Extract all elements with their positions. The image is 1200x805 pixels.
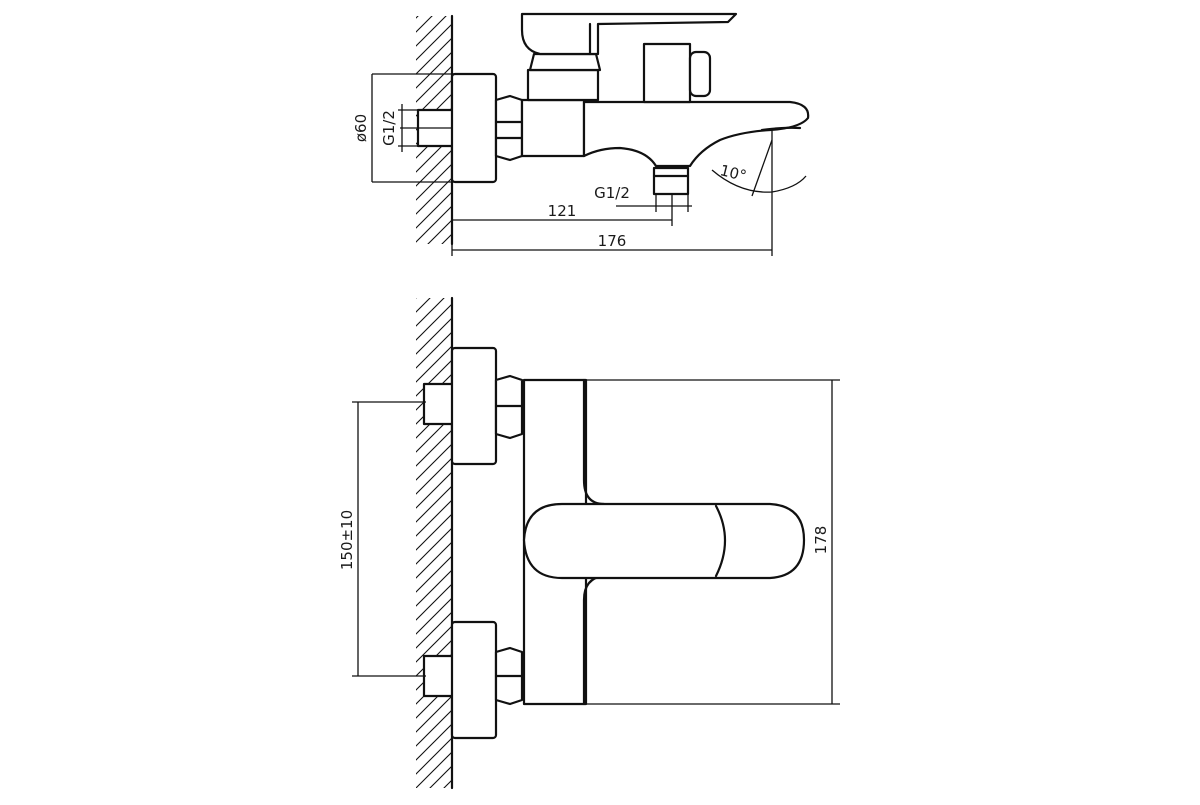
hex-nut-side (494, 94, 524, 162)
label-total-depth: 176 (598, 232, 627, 250)
dim-body-height: 178 (586, 379, 840, 705)
dim-spout-angle: 10° (711, 139, 807, 197)
label-outlet-distance: 121 (548, 202, 577, 220)
label-body-height: 178 (812, 526, 830, 555)
dim-total-depth: 176 (451, 130, 773, 256)
wall-hatch-bottom (416, 296, 454, 790)
upper-inlet-front (422, 346, 524, 466)
lower-inlet-front (422, 620, 524, 740)
spout-side (582, 100, 810, 168)
lever-front (522, 502, 806, 580)
label-inlet-thread: G1/2 (380, 110, 398, 146)
label-outlet-thread: G1/2 (594, 184, 630, 202)
diverter-outlet-side (652, 166, 690, 196)
wall-flange-side (450, 72, 498, 184)
dim-diameter: ø60 (352, 73, 456, 183)
side-view: ø60 G1/2 G1/2 121 176 (352, 12, 810, 256)
body-block-side (520, 98, 586, 158)
label-inlet-spacing: 150±10 (338, 510, 356, 570)
diverter-knob-side (642, 42, 712, 104)
dim-outlet-distance: 121 (452, 194, 673, 226)
dim-outlet-thread: G1/2 (594, 184, 692, 212)
lever-side (520, 12, 738, 102)
front-view: 150±10 178 (338, 296, 840, 790)
label-spout-angle: 10° (718, 161, 748, 185)
spout-aerator-edge (760, 126, 802, 132)
label-flange-diameter: ø60 (352, 114, 370, 142)
dim-inlet-spacing: 150±10 (338, 401, 426, 677)
dim-inlet-thread: G1/2 (380, 104, 420, 152)
